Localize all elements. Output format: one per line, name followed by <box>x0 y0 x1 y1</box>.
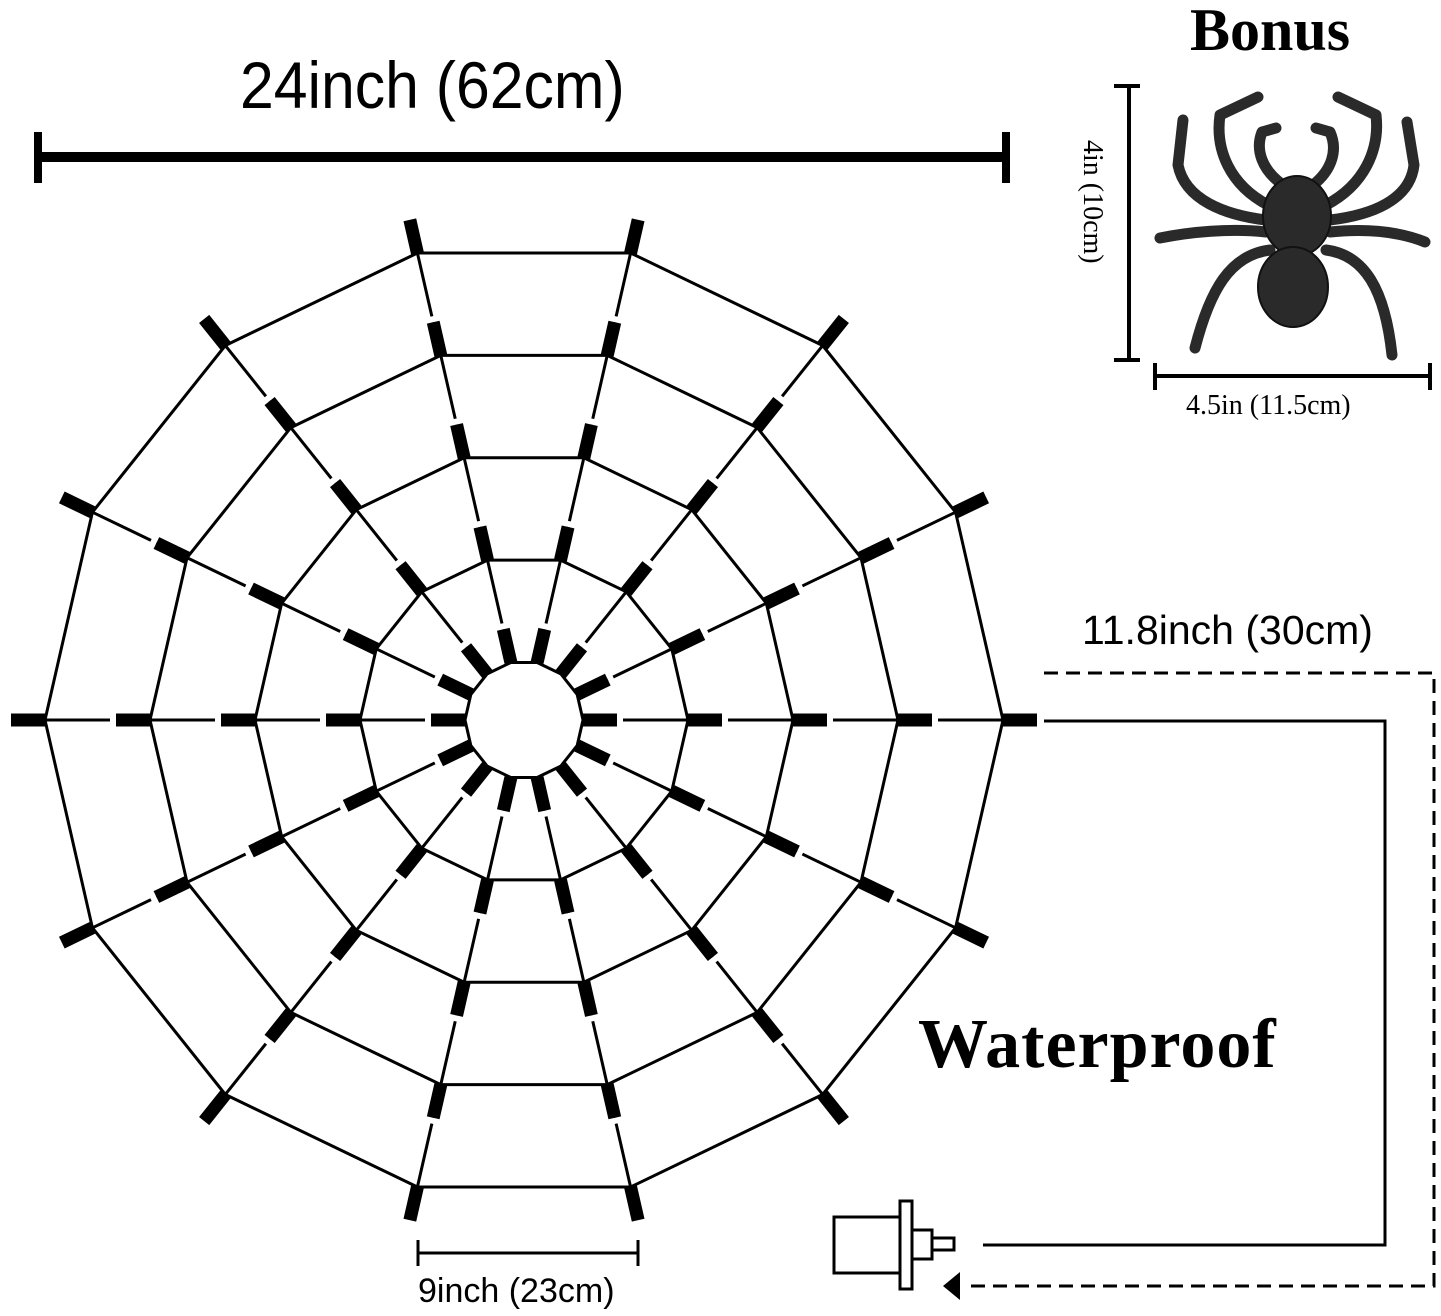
led-bulb <box>530 627 552 664</box>
led-bulb <box>577 980 598 1017</box>
led-bulb <box>686 926 718 961</box>
led-bulb <box>600 320 622 357</box>
led-bulb <box>600 1083 622 1120</box>
led-bulb <box>621 561 653 596</box>
power-plug-icon <box>832 1199 956 1291</box>
waterproof-label: Waterproof <box>918 1006 1277 1083</box>
led-bulb <box>58 491 96 519</box>
spider-height-dimension-bar <box>1114 84 1140 362</box>
bonus-heading: Bonus <box>1190 0 1351 63</box>
led-bulb <box>460 762 493 797</box>
segment-width-label: 9inch (23cm) <box>418 1272 615 1310</box>
led-bulb <box>686 479 718 514</box>
led-bulb <box>621 844 653 879</box>
led-bulb <box>342 628 380 655</box>
led-bulb <box>460 643 493 678</box>
led-bulb <box>437 673 474 701</box>
led-bulb <box>752 396 784 432</box>
led-bulb <box>403 1185 424 1222</box>
led-bulb <box>624 1185 645 1222</box>
segment-width-dimension-bar <box>416 1240 640 1266</box>
led-bulb <box>496 776 518 813</box>
overall-width-dimension-bar <box>34 132 1010 183</box>
led-bulb <box>752 1008 784 1044</box>
led-bulb <box>426 320 448 357</box>
led-bulb <box>248 582 285 610</box>
led-bulb <box>763 582 800 610</box>
led-bulb <box>952 491 990 519</box>
led-bulb <box>437 739 474 767</box>
spider-web <box>11 218 1037 1222</box>
led-bulb <box>199 1090 231 1126</box>
led-bulb <box>624 218 645 255</box>
led-bulb <box>395 844 427 879</box>
led-bulb <box>817 1090 849 1126</box>
led-bulb <box>330 926 362 961</box>
led-bulb <box>342 785 380 812</box>
led-bulb <box>555 762 588 797</box>
led-bulb <box>577 423 598 460</box>
overall-width-label: 24inch (62cm) <box>240 48 625 122</box>
led-bulb <box>530 776 552 813</box>
led-bulb <box>199 314 231 350</box>
cable-length-indicator <box>965 671 1436 1288</box>
led-bulb <box>473 878 494 915</box>
led-bulb <box>554 878 575 915</box>
led-bulb <box>58 921 96 949</box>
led-bulb <box>763 830 800 858</box>
led-bulb <box>668 628 706 655</box>
led-bulb <box>330 479 362 514</box>
led-bulb <box>248 830 285 858</box>
led-bulb <box>817 314 849 350</box>
led-bulb <box>555 643 588 678</box>
web-hub-ring <box>463 660 585 780</box>
led-bulb <box>450 423 471 460</box>
led-bulb <box>403 218 424 255</box>
arrow-left-icon <box>943 1272 960 1300</box>
led-bulb <box>264 1008 296 1044</box>
spider-width-label: 4.5in (11.5cm) <box>1186 390 1351 421</box>
led-bulb <box>450 980 471 1017</box>
led-bulb <box>668 785 706 812</box>
led-bulb <box>574 673 611 701</box>
spider-height-label: 4in (10cm) <box>1077 140 1108 264</box>
led-bulb <box>395 561 427 596</box>
led-bulb <box>496 627 518 664</box>
spider-icon <box>1154 91 1431 361</box>
led-bulb <box>554 525 575 562</box>
led-bulb <box>858 537 895 564</box>
led-bulb <box>574 739 611 767</box>
spider-width-dimension-bar <box>1153 363 1432 390</box>
led-bulb <box>952 921 990 949</box>
led-bulb <box>153 876 190 903</box>
led-bulb <box>473 525 494 562</box>
led-bulb <box>153 537 190 564</box>
led-bulb <box>858 876 895 903</box>
led-bulb <box>264 396 296 432</box>
power-cable <box>983 719 1387 1247</box>
cable-length-label: 11.8inch (30cm) <box>1082 607 1373 653</box>
led-bulb <box>426 1083 448 1120</box>
